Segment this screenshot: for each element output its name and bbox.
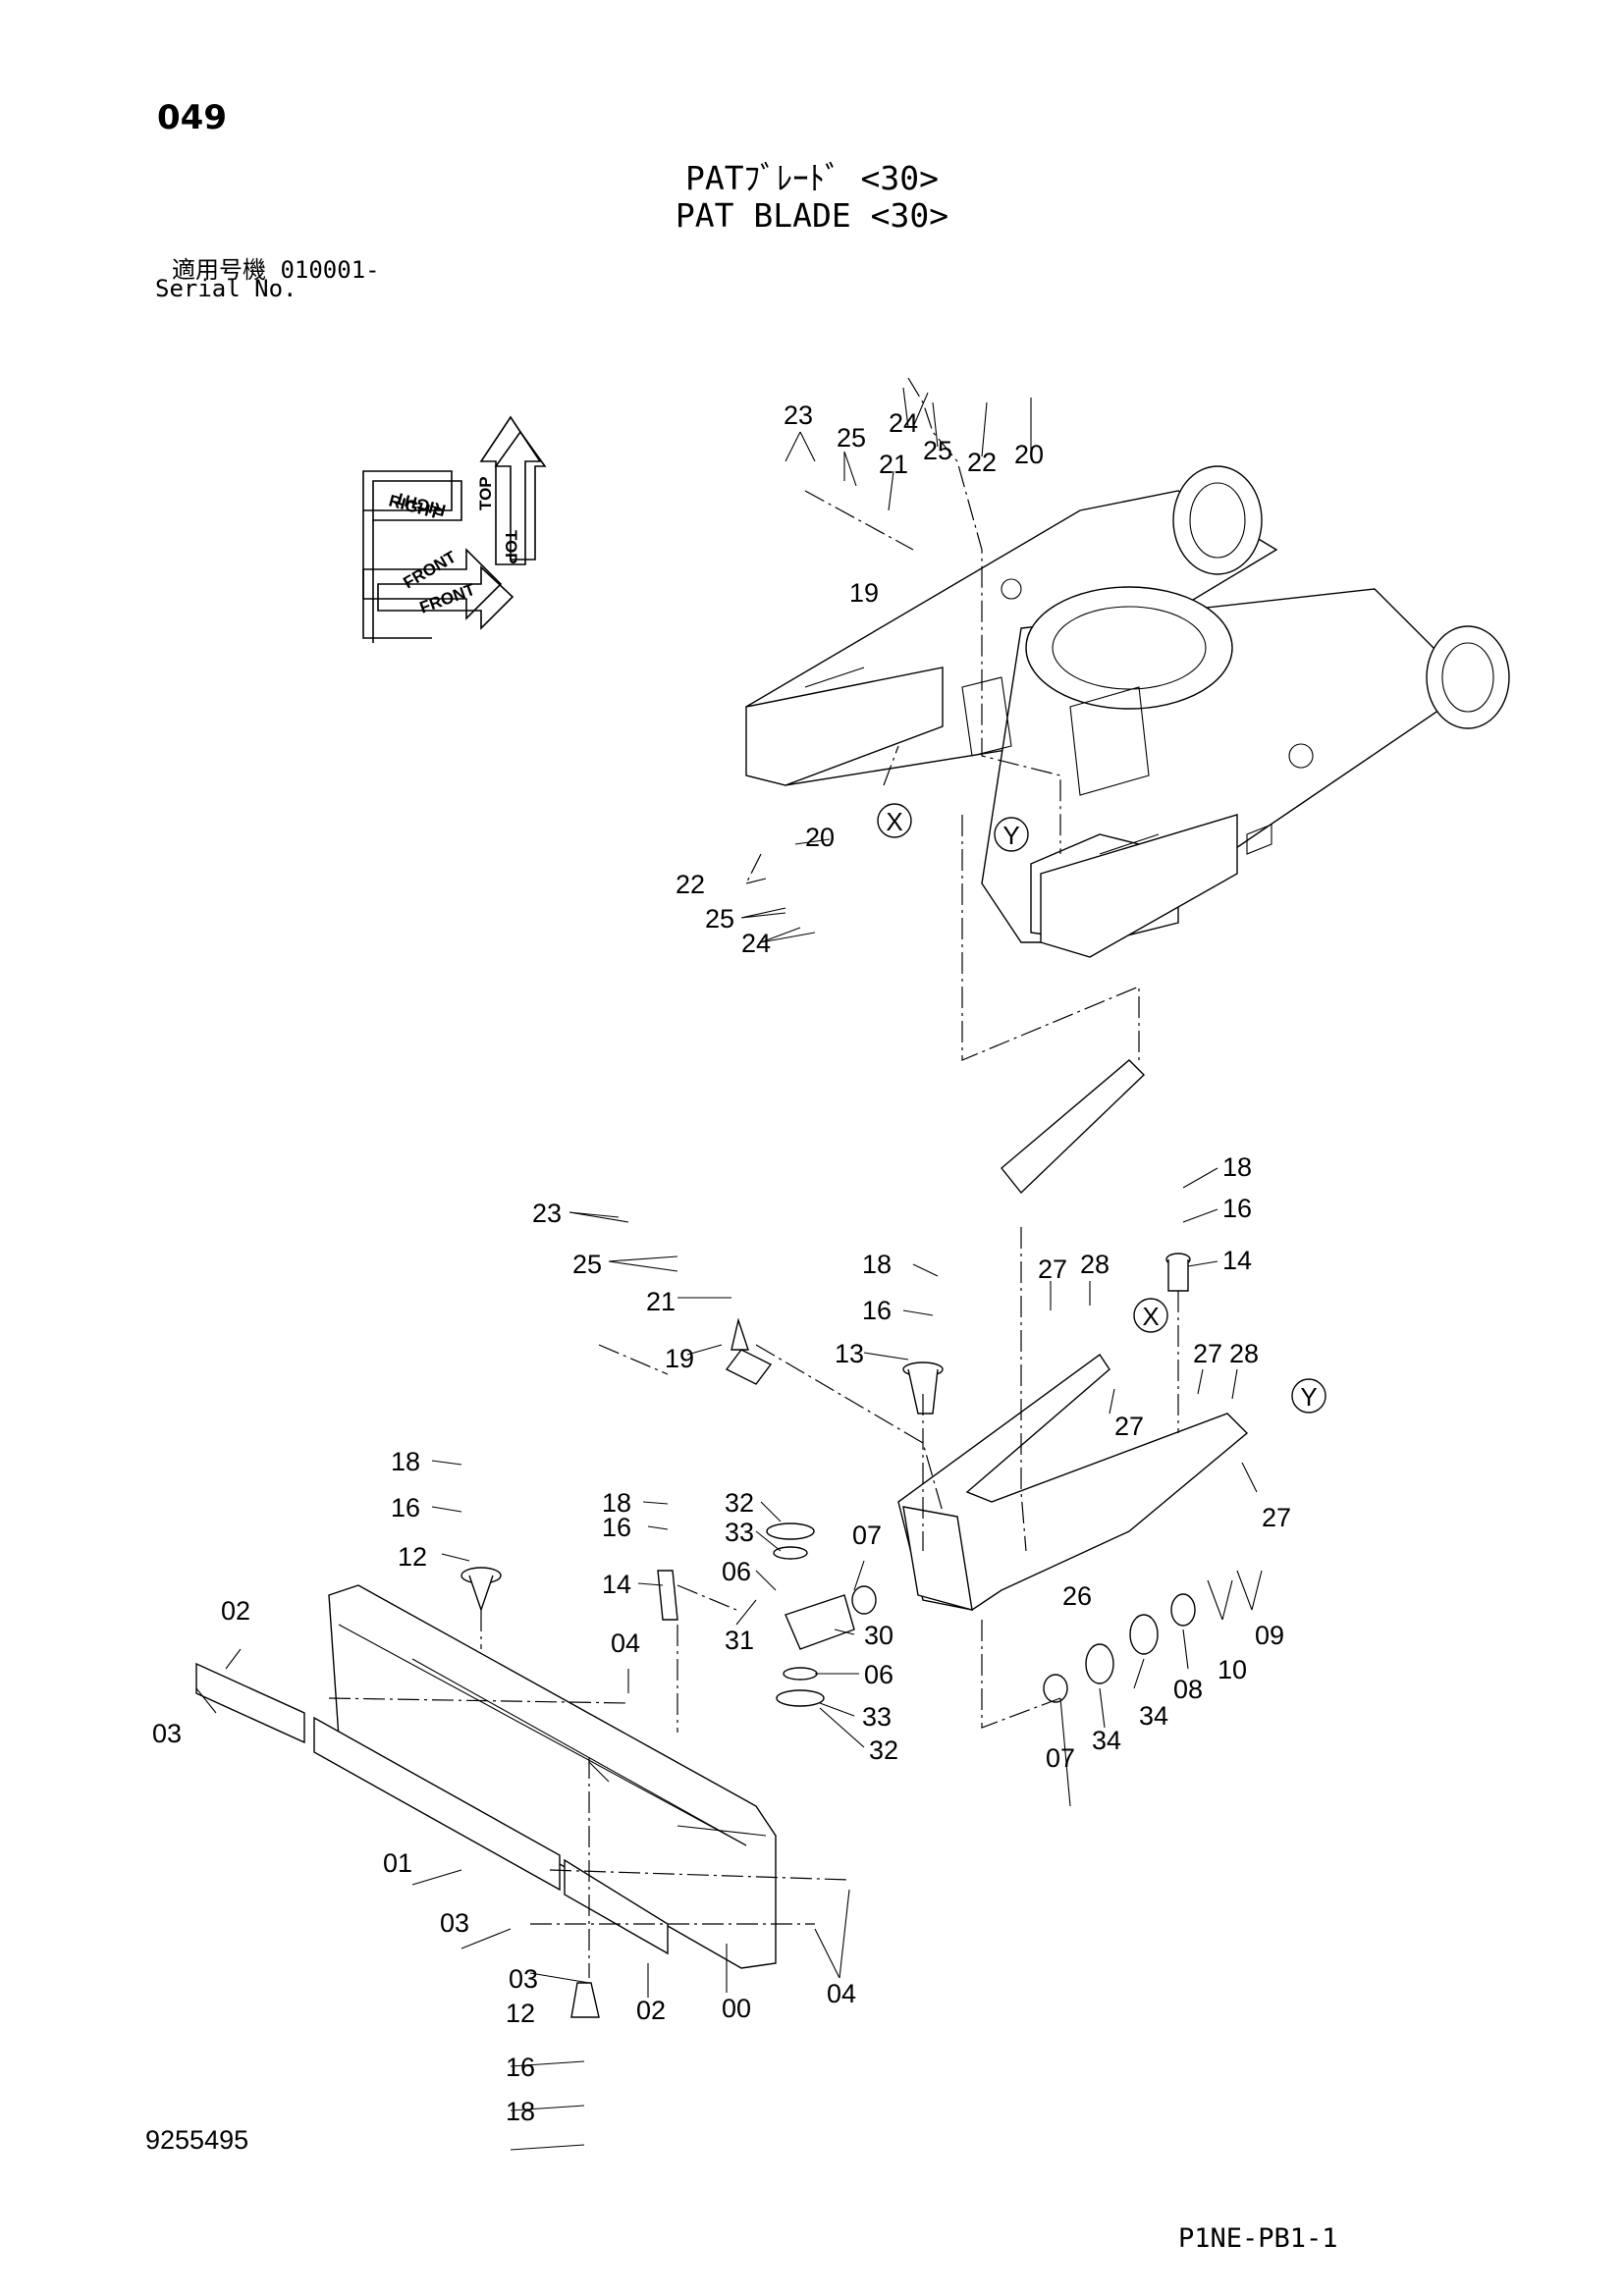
part-label: 16: [602, 1513, 631, 1542]
part-label: 03: [440, 1908, 469, 1938]
part-label: 07: [1046, 1743, 1075, 1773]
callout-x-frame-label: X: [886, 807, 902, 836]
part-label: 09: [1255, 1621, 1284, 1650]
part-label: 23: [532, 1199, 562, 1228]
part-label: 22: [676, 870, 705, 899]
part-label: 21: [879, 450, 908, 479]
part-label: 18: [391, 1447, 420, 1476]
part-label: 02: [636, 1996, 666, 2025]
part-label: 16: [506, 2053, 535, 2082]
page-title-english: PAT BLADE <30>: [675, 196, 949, 235]
part-label: 34: [1092, 1726, 1121, 1755]
part-label: 04: [827, 1979, 856, 2008]
part-label: 33: [862, 1702, 892, 1732]
part-label: 22: [967, 448, 997, 477]
part-label: 08: [1173, 1675, 1203, 1704]
part-label: 25: [837, 423, 866, 453]
callout-y-arm-label: Y: [1300, 1382, 1317, 1412]
orientation-indicator: TOP TOP RIGHT RIGHT FRONT FRONT: [362, 415, 547, 643]
callout-y-frame-label: Y: [1002, 821, 1019, 850]
part-label: 33: [725, 1518, 754, 1547]
document-number: 9255495: [145, 2125, 249, 2155]
part-label: 28: [1080, 1250, 1110, 1279]
part-label: 28: [1229, 1339, 1259, 1368]
part-label: 20: [805, 823, 835, 852]
part-label: 26: [1062, 1581, 1092, 1611]
callout-y-frame: Y: [994, 817, 1029, 852]
page-title-japanese: PATﾌﾞﾚｰﾄﾞ <30>: [685, 159, 939, 197]
part-label: 18: [1222, 1152, 1252, 1182]
serial-label-english: Serial No.: [155, 275, 298, 302]
leader-lines: [195, 387, 1263, 2151]
part-label: 06: [722, 1557, 751, 1586]
part-label: 04: [611, 1629, 640, 1658]
part-label: 18: [862, 1250, 892, 1279]
serial-label-japanese: 適用号機 010001-: [172, 256, 380, 284]
part-label: 23: [784, 400, 813, 430]
part-label: 32: [725, 1488, 754, 1518]
part-label: 14: [602, 1570, 631, 1599]
part-label: 27: [1114, 1412, 1144, 1441]
part-label: 13: [835, 1339, 864, 1368]
part-label: 19: [665, 1344, 694, 1373]
orientation-label-top: TOP: [476, 476, 495, 510]
part-label: 27: [1262, 1503, 1291, 1532]
assembly-lines: [328, 377, 1179, 1978]
part-label: 16: [862, 1296, 892, 1325]
orientation-label-top-mirror: TOP: [502, 530, 520, 564]
page-code: P1NE-PB1-1: [1178, 2223, 1338, 2254]
part-label: 20: [1014, 440, 1044, 469]
part-label: 27: [1038, 1255, 1067, 1284]
callout-y-arm: Y: [1291, 1378, 1326, 1414]
part-label: 34: [1139, 1701, 1168, 1731]
part-label: 18: [506, 2097, 535, 2126]
orientation-label-front-mirror: FRONT: [417, 580, 478, 617]
part-label: 10: [1218, 1655, 1247, 1684]
part-label: 25: [572, 1250, 602, 1279]
part-label: 12: [506, 1999, 535, 2028]
part-label: 32: [869, 1735, 898, 1765]
part-label: 21: [646, 1287, 676, 1316]
part-label: 25: [923, 436, 952, 465]
callout-x-arm-label: X: [1142, 1302, 1159, 1331]
part-label: 24: [889, 408, 918, 438]
page-number: 049: [157, 98, 227, 137]
track-frame: [745, 465, 1510, 958]
part-label: 12: [398, 1542, 427, 1572]
callout-x-frame: X: [877, 803, 912, 838]
blade-assembly: [195, 1059, 1249, 2018]
part-label: 00: [722, 1994, 751, 2023]
part-label: 01: [383, 1848, 412, 1878]
part-label: 03: [509, 1964, 538, 1994]
part-label: 18: [602, 1488, 631, 1518]
part-label: 25: [705, 904, 734, 934]
callout-x-arm: X: [1133, 1298, 1168, 1333]
part-label: 03: [152, 1719, 182, 1748]
part-label: 24: [741, 929, 771, 958]
part-label: 16: [391, 1493, 420, 1522]
part-label: 19: [849, 578, 879, 608]
part-label: 07: [852, 1521, 882, 1550]
part-label: 30: [864, 1621, 893, 1650]
part-label: 02: [221, 1596, 250, 1626]
part-label: 27: [1193, 1339, 1222, 1368]
part-label: 16: [1222, 1194, 1252, 1223]
part-label: 14: [1222, 1246, 1252, 1275]
part-labels: 23 25 24 25 21 22 20 19 20 22 25 24 23 2…: [152, 400, 1291, 2126]
part-label: 06: [864, 1660, 893, 1689]
part-label: 31: [725, 1626, 754, 1655]
